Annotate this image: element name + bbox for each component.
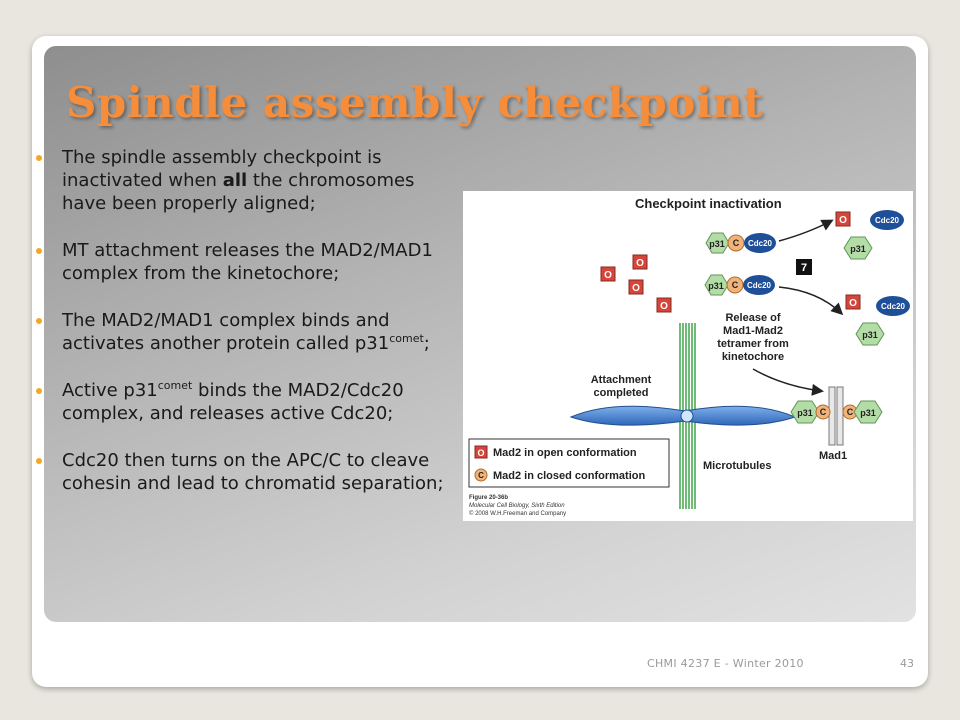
svg-text:O: O bbox=[604, 270, 612, 281]
step-badge bbox=[796, 259, 812, 275]
bullet-dot-icon bbox=[36, 388, 42, 394]
svg-text:C: C bbox=[820, 407, 827, 417]
svg-text:Cdc20: Cdc20 bbox=[748, 239, 773, 248]
svg-text:p31: p31 bbox=[797, 408, 813, 418]
p31-mad2-cdc20-complex: p31 C Cdc20 bbox=[705, 232, 776, 254]
svg-text:Cdc20: Cdc20 bbox=[747, 281, 772, 290]
svg-text:© 2008 W.H.Freeman and Company: © 2008 W.H.Freeman and Company bbox=[469, 510, 566, 517]
bullet-dot-icon bbox=[36, 458, 42, 464]
svg-text:Release of: Release of bbox=[725, 312, 780, 324]
release-label: Release of Mad1-Mad2 tetramer from kinet… bbox=[717, 312, 789, 363]
svg-text:Attachment: Attachment bbox=[591, 374, 652, 386]
svg-text:O: O bbox=[660, 301, 668, 312]
bullet-item: The spindle assembly checkpoint is inact… bbox=[36, 146, 460, 215]
released-cdc20-middle: O Cdc20 p31 bbox=[845, 294, 910, 346]
footer-course: CHMI 4237 E - Winter 2010 bbox=[647, 657, 804, 670]
svg-text:p31: p31 bbox=[709, 239, 725, 249]
svg-text:Mad1-Mad2: Mad1-Mad2 bbox=[723, 325, 783, 337]
svg-text:completed: completed bbox=[593, 387, 648, 399]
svg-text:C: C bbox=[478, 471, 484, 480]
figure-caption: Figure 20-36b Molecular Cell Biology, Si… bbox=[469, 495, 566, 517]
svg-text:Figure 20-36b: Figure 20-36b bbox=[469, 495, 508, 501]
svg-text:p31: p31 bbox=[850, 244, 866, 254]
svg-text:O: O bbox=[477, 448, 484, 458]
figure-heading: Checkpoint inactivation bbox=[635, 196, 782, 211]
bullet-item: Active p31comet binds the MAD2/Cdc20 com… bbox=[36, 379, 460, 425]
attachment-label: Attachment completed bbox=[591, 374, 652, 399]
released-cdc20-top: O Cdc20 p31 bbox=[835, 210, 904, 260]
svg-text:O: O bbox=[849, 298, 857, 309]
mad1-tetramer: p31 C C p31 Mad1 bbox=[790, 386, 883, 462]
svg-text:O: O bbox=[636, 258, 644, 269]
bullet-item: Cdc20 then turns on the APC/C to cleave … bbox=[36, 449, 460, 495]
svg-text:O: O bbox=[632, 283, 640, 294]
svg-text:Cdc20: Cdc20 bbox=[875, 216, 900, 225]
svg-text:C: C bbox=[847, 407, 854, 417]
microtubules-label: Microtubules bbox=[703, 460, 771, 472]
figure-legend: O Mad2 in open conformation C Mad2 in cl… bbox=[468, 438, 670, 488]
bullet-dot-icon bbox=[36, 248, 42, 254]
bullet-item: MT attachment releases the MAD2/MAD1 com… bbox=[36, 239, 460, 285]
bullet-item: The MAD2/MAD1 complex binds and activate… bbox=[36, 309, 460, 355]
svg-text:tetramer from: tetramer from bbox=[717, 338, 789, 350]
page-number: 43 bbox=[900, 657, 914, 670]
svg-text:Cdc20: Cdc20 bbox=[881, 302, 906, 311]
svg-text:p31: p31 bbox=[708, 281, 724, 291]
bullet-dot-icon bbox=[36, 318, 42, 324]
step-number: 7 bbox=[801, 262, 807, 274]
svg-text:kinetochore: kinetochore bbox=[722, 351, 784, 363]
svg-text:O: O bbox=[839, 215, 847, 226]
svg-text:C: C bbox=[732, 280, 739, 290]
svg-text:C: C bbox=[733, 238, 740, 248]
svg-text:p31: p31 bbox=[860, 408, 876, 418]
p31-mad2-cdc20-complex: p31 C Cdc20 bbox=[704, 274, 775, 296]
bullet-dot-icon bbox=[36, 155, 42, 161]
checkpoint-diagram: Checkpoint inactivation O O O O p31 C Cd… bbox=[468, 196, 910, 517]
slide-title: Spindle assembly checkpoint bbox=[66, 78, 764, 127]
free-open-mad2: O O O O bbox=[600, 254, 672, 313]
svg-text:p31: p31 bbox=[862, 330, 878, 340]
bullet-list: The spindle assembly checkpoint is inact… bbox=[36, 146, 460, 519]
svg-text:Mad2 in open conformation: Mad2 in open conformation bbox=[493, 447, 637, 459]
checkpoint-figure: Checkpoint inactivation O O O O p31 C Cd… bbox=[463, 191, 913, 521]
svg-text:Molecular Cell Biology, Sixth: Molecular Cell Biology, Sixth Edition bbox=[469, 503, 565, 509]
svg-text:Mad2 in closed conformation: Mad2 in closed conformation bbox=[493, 470, 645, 482]
svg-text:Mad1: Mad1 bbox=[819, 450, 847, 462]
